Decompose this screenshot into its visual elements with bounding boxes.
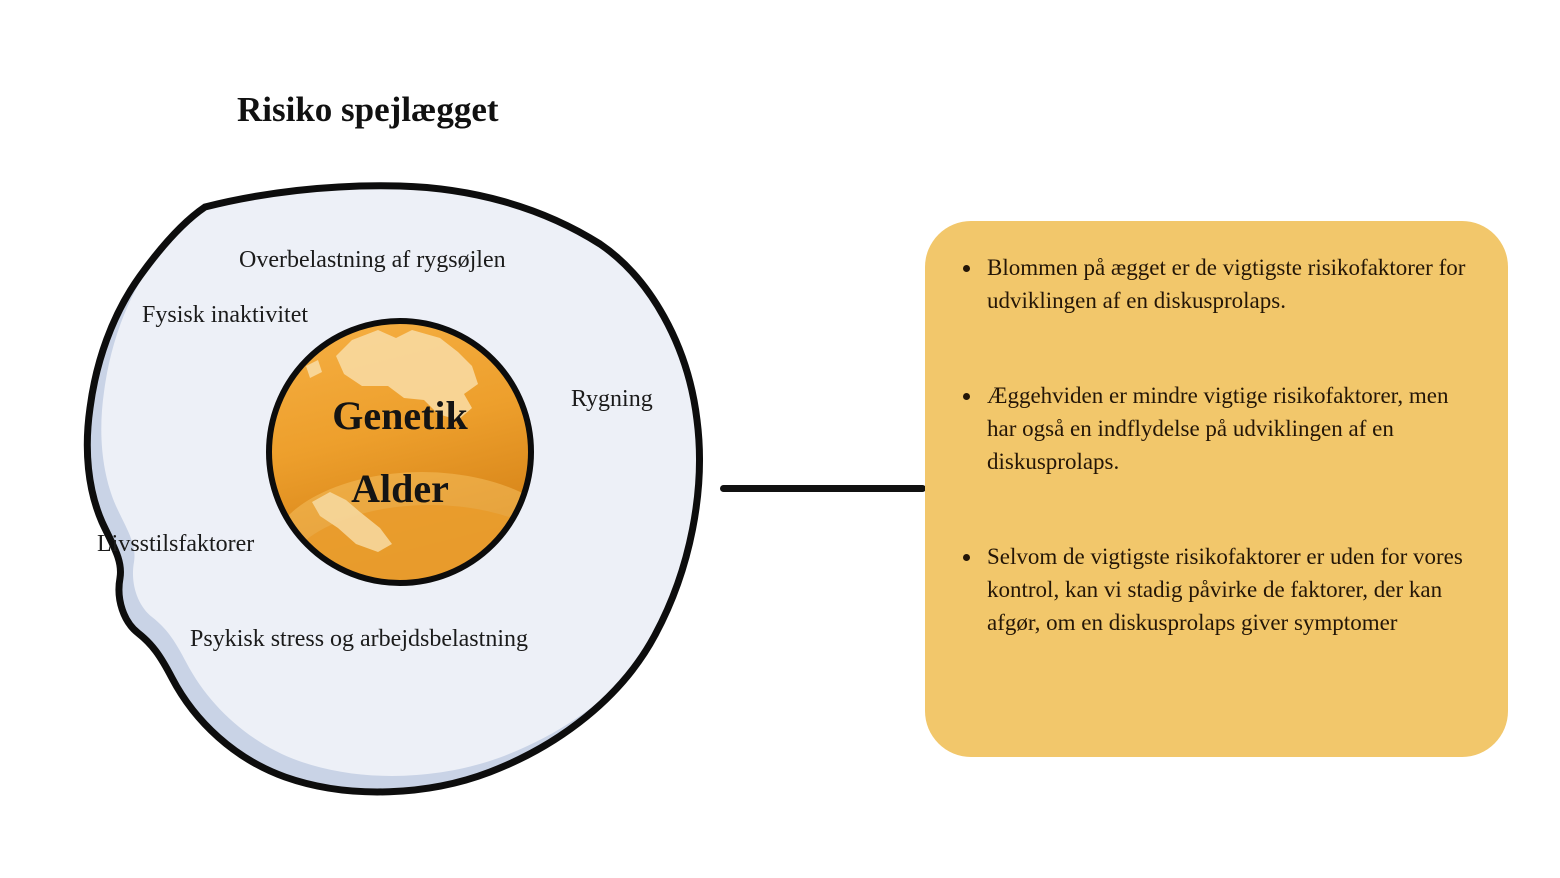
callout-bullet-list: Blommen på ægget er de vigtigste risikof… [959, 251, 1480, 639]
yolk-label-genetics: Genetik [332, 393, 468, 438]
egg-white-label-inactivity: Fysisk inaktivitet [142, 302, 309, 328]
connector-line [720, 485, 926, 492]
yolk-highlight-lower [312, 492, 392, 552]
fried-egg-diagram [83, 182, 703, 796]
yolk-highlight-dot [306, 360, 322, 378]
egg-white-label-stress: Psykisk stress og arbejdsbelastning [190, 626, 528, 652]
egg-white-label-overload: Overbelastning af rygsøjlen [239, 247, 506, 273]
yolk-highlight-top [336, 330, 478, 420]
egg-white-outline [83, 182, 703, 796]
egg-white-label-lifestyle: Livsstilsfaktorer [97, 531, 255, 557]
callout-bullet-control: Selvom de vigtigste risikofaktorer er ud… [983, 540, 1480, 639]
yolk-label-age: Alder [351, 466, 449, 511]
callout-box: Blommen på ægget er de vigtigste risikof… [925, 221, 1508, 757]
callout-bullet-eggwhite: Æggehviden er mindre vigtige risikofakto… [983, 379, 1480, 478]
callout-bullet-yolk: Blommen på ægget er de vigtigste risikof… [983, 251, 1480, 317]
egg-white-label-smoking: Rygning [571, 386, 653, 412]
page-title: Risiko spejlægget [237, 90, 499, 129]
